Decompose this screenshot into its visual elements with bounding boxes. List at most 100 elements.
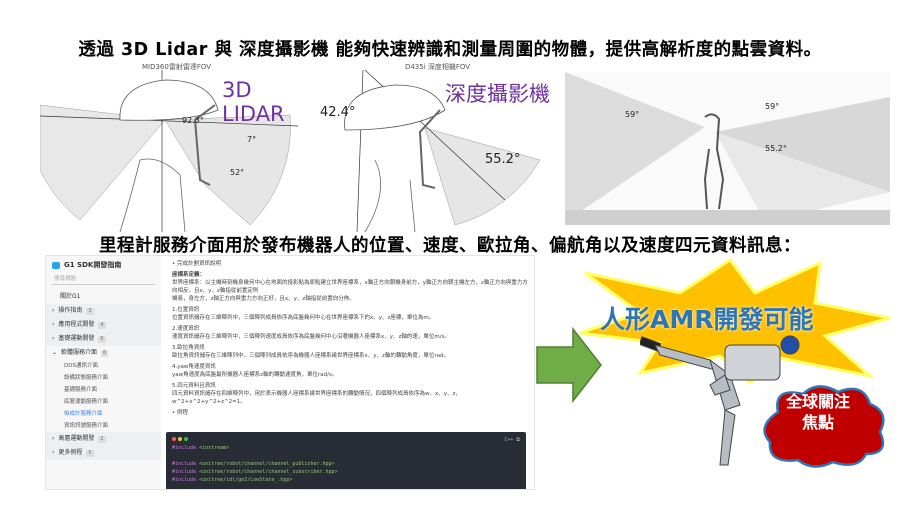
chevron-right-icon: › <box>52 435 55 442</box>
doc-brand-label: G1 SDK開發指南 <box>64 261 122 269</box>
chevron-right-icon: › <box>52 335 55 342</box>
window-dots-icon <box>172 436 190 444</box>
code-line: #include <unitree/robot/channel/channel_… <box>172 460 520 468</box>
chevron-down-icon: ⌄ <box>52 349 58 356</box>
count-badge: 5 <box>86 449 94 457</box>
doc-heading: 1.位置資訊 <box>172 306 200 313</box>
doc-text: yaw角速度為底盤最所機器人座標系z軸的轉動速度角，單位rad/s。 <box>172 371 338 378</box>
doc-text: 歐拉角資訊儲存在三維陣列中，三個陣列成員依序為機器人座標系繞世界座標系x、y、z… <box>172 352 450 359</box>
code-text: <iostream> <box>196 445 230 451</box>
angle-label: 55.2° <box>765 144 787 153</box>
sidebar-item[interactable]: 關於G1 <box>46 290 161 304</box>
code-line: #include <unitree/idl/go2/LowState_.hpp> <box>172 476 520 484</box>
doc-heading: 5.四元資料且資訊 <box>172 382 216 389</box>
doc-bullet: • 例程 <box>172 409 189 416</box>
code-keyword: #include <box>172 469 197 475</box>
starburst-shape <box>580 258 891 383</box>
count-badge: 6 <box>98 335 106 343</box>
sidebar-item-label: 應用程式開發 <box>58 321 95 328</box>
banner-text: 人形AMR開發可能 <box>600 305 814 334</box>
doc-heading: 座標系定義： <box>172 271 206 278</box>
doc-text: 四元資料資訊儲存在四維陣列中，用於表示機器人座標系繞世界座標系的轉動情況，四個陣… <box>172 390 461 405</box>
code-lang-label: C++ <box>504 437 514 443</box>
code-block: C++ ⧉ #include <iostream> #include <unit… <box>166 432 526 489</box>
angle-label: 92.3° <box>182 116 204 125</box>
lidar-caption: MID360雷射雷達FOV <box>141 63 212 71</box>
side-fov-drawing <box>565 72 890 225</box>
sidebar-item-label: 基礎運動開發 <box>58 335 95 342</box>
sidebar-item-label: 高層運動開發 <box>58 435 95 442</box>
sidebar-item-label: 軟體服務介面 <box>61 349 98 356</box>
doc-text: 世界座標系：以主機時刻機身幾何中心在地面的投影點為原點建立世界座標系，x軸正方向… <box>172 279 528 294</box>
chevron-right-icon: › <box>52 449 55 456</box>
code-keyword: #include <box>172 461 197 467</box>
lidar-fov-diagram: MID360雷射雷達FOV 92.3° 7° 52° 3D LIDAR <box>40 60 313 232</box>
doc-text: 例程 <box>177 409 189 416</box>
code-line: #include <unitree/robot/channel/channel_… <box>172 468 520 476</box>
doc-bullet: • 完成計劃資訊說明 <box>172 261 222 267</box>
code-text: <unitree/robot/channel/channel_publisher… <box>196 461 335 467</box>
doc-content: • 完成計劃資訊說明 座標系定義： 世界座標系：以主機時刻機身幾何中心在地面的投… <box>166 256 534 489</box>
sidebar-subitem[interactable]: 底層運動服務介面 <box>64 399 109 405</box>
sidebar-item-label: 操作指南 <box>58 307 83 314</box>
doc-text: 完成計劃資訊說明 <box>177 261 222 267</box>
count-badge: 6 <box>101 349 109 357</box>
angle-label: 59° <box>765 102 780 111</box>
copy-icon[interactable]: ⧉ <box>516 437 520 443</box>
sidebar-subitem[interactable]: 資訊訊號服務介面 <box>64 423 109 429</box>
cloud-text: 全球關注焦點 <box>785 392 850 432</box>
code-header: C++ ⧉ <box>172 436 520 444</box>
chevron-right-icon: › <box>52 321 55 328</box>
code-keyword: #include <box>172 477 197 483</box>
code-keyword: #include <box>172 445 197 451</box>
camera-label: 深度攝影機 <box>445 82 550 106</box>
count-badge: 4 <box>98 321 106 329</box>
doc-brand: G1 SDK開發指南 <box>46 256 161 275</box>
slide-title: 透過 3D Lidar 與 深度攝影機 能夠快速辨識和測量周圍的物體，提供高解析… <box>78 40 822 60</box>
count-badge: 3 <box>86 307 94 315</box>
sidebar-subitem[interactable]: 基礎服務介面 <box>64 387 98 393</box>
count-badge: 2 <box>98 435 106 443</box>
humanoid-robot-image <box>640 335 800 466</box>
camera-caption: D435i 深度相機FOV <box>404 63 471 71</box>
code-line: #include <iostream> <box>172 444 520 452</box>
doc-text: 位置資訊儲存在三維陣列中，三個陣列成員依序為底盤幾何中心在世界座標系下的x、y、… <box>172 314 435 321</box>
code-language: C++ ⧉ <box>504 436 520 444</box>
sidebar-subitem[interactable]: 設備狀態服務介面 <box>64 375 109 381</box>
doc-logo-icon <box>52 262 60 269</box>
lidar-label: 3D LIDAR <box>222 78 285 126</box>
angle-label: 55.2° <box>485 152 521 167</box>
angle-label: 52° <box>230 168 245 177</box>
doc-text: 速度資訊儲存在三維陣列中，三個陣列速度成員依序為底盤幾何中心沿著機器人座標系x、… <box>172 333 450 340</box>
doc-heading: 2.速度資訊 <box>172 325 200 332</box>
doc-text: 機易，身左方，z軸正方向與重力方向正好，且x、y、z軸指從前置向分佈。 <box>172 295 355 302</box>
angle-label: 7° <box>247 135 257 144</box>
camera-fov-drawing <box>344 69 541 232</box>
sidebar-item-label: 更多例程 <box>58 449 83 456</box>
code-text: <unitree/robot/channel/channel_subscribe… <box>196 469 338 475</box>
sidebar-subitem-active[interactable]: 帕成計服務介面 <box>64 411 103 417</box>
code-text: <unitree/idl/go2/LowState_.hpp> <box>196 477 293 483</box>
code-line <box>172 452 520 460</box>
sidebar-subitem[interactable]: DDS通訊介面 <box>64 363 98 369</box>
camera-fov-diagram: D435i 深度相機FOV 42.4° 55.2° 深度攝影機 <box>315 60 560 232</box>
right-arrow-icon <box>536 326 602 404</box>
search-input[interactable]: 搜尋標題 <box>52 275 155 285</box>
sidebar-item-label: 關於G1 <box>60 293 81 300</box>
angle-label: 42.4° <box>320 105 356 120</box>
doc-heading: 3.歐拉角資訊 <box>172 344 205 351</box>
cloud-shape <box>763 385 885 468</box>
slide-subtitle: 里程計服務介面用於發布機器人的位置、速度、歐拉角、偏航角以及速度四元資料訊息： <box>99 236 801 256</box>
side-fov-diagram: 59° 59° 55.2° <box>565 72 890 225</box>
angle-label: 59° <box>625 110 640 119</box>
chevron-right-icon: › <box>52 307 55 314</box>
lidar-fov-drawing <box>40 70 299 232</box>
